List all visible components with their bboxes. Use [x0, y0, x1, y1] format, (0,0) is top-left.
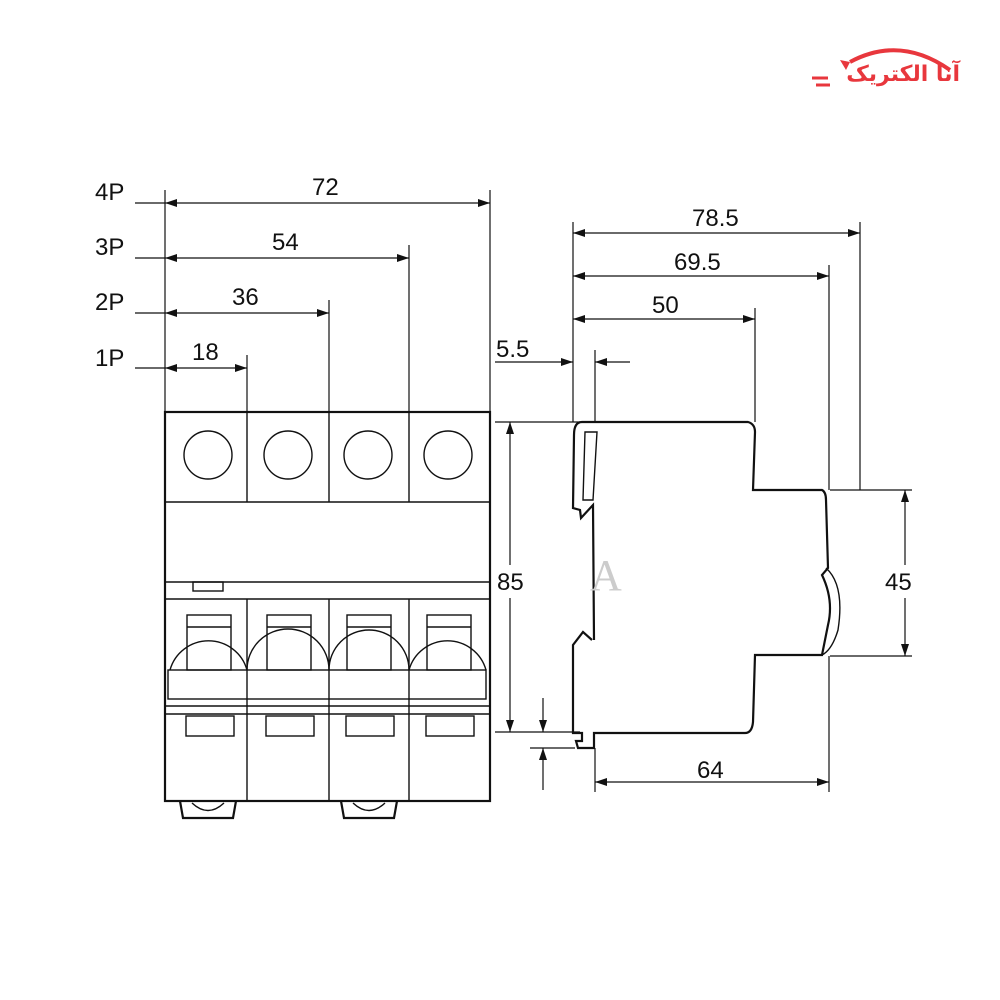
- dim-36: 36: [232, 284, 259, 311]
- label-3p: 3P: [95, 234, 124, 261]
- dim-78-5: 78.5: [692, 205, 739, 232]
- dim-18: 18: [192, 339, 219, 366]
- label-1p: 1P: [95, 345, 124, 372]
- logo-text: آنا الکتریک: [846, 62, 960, 87]
- dim-50: 50: [652, 292, 679, 319]
- front-view: [163, 410, 492, 820]
- watermark-logo: A: [590, 551, 622, 600]
- dim-45: 45: [885, 569, 912, 596]
- brand-logo: آنا الکتریک: [810, 40, 960, 100]
- side-view: A: [571, 420, 841, 750]
- dim-54: 54: [272, 229, 299, 256]
- label-2p: 2P: [95, 289, 124, 316]
- dim-72: 72: [312, 174, 339, 201]
- dim-5-5: 5.5: [496, 336, 529, 363]
- dim-69-5: 69.5: [674, 249, 721, 276]
- dim-64: 64: [697, 757, 724, 784]
- front-dimensions: 4P 72 3P 54 2P 36 1P 18 85: [95, 174, 580, 733]
- side-dimensions: 78.5 69.5 50 5.5 45 64: [495, 205, 912, 792]
- dim-85: 85: [497, 569, 524, 596]
- label-4p: 4P: [95, 179, 124, 206]
- lightning-arc-icon: [812, 48, 952, 87]
